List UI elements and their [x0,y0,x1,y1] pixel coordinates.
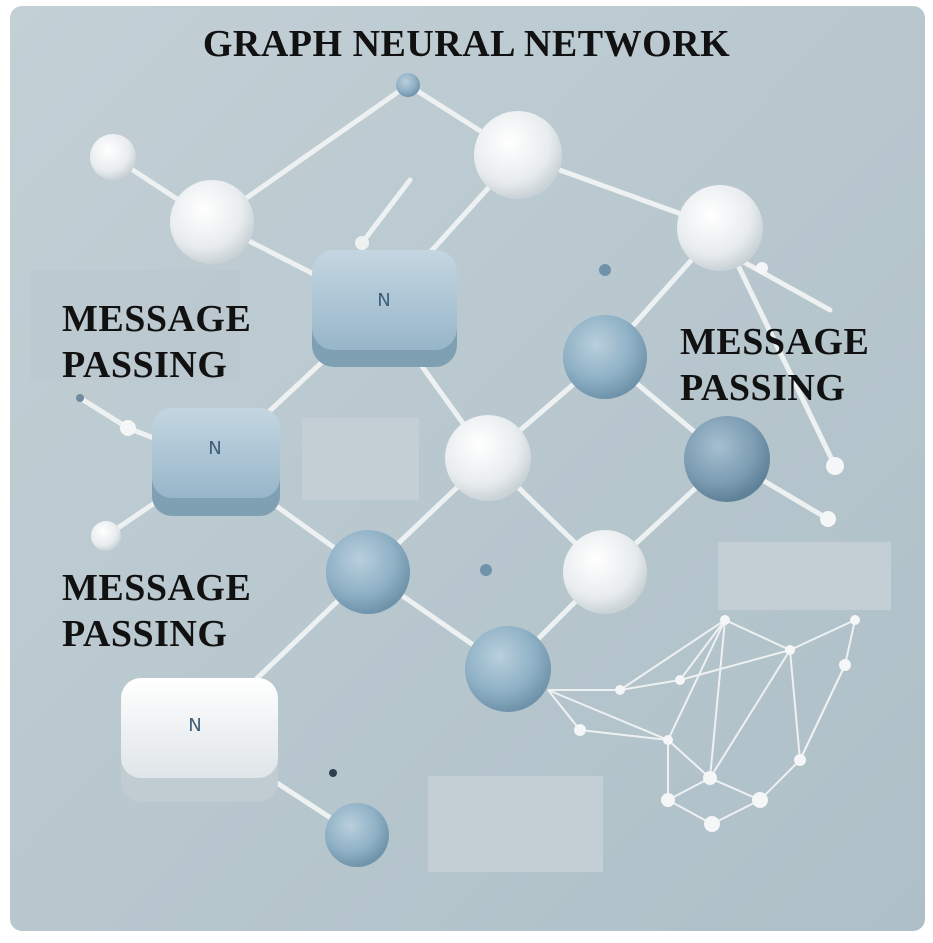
small-dots [76,73,844,777]
patch [428,776,603,872]
node-block-3: N [121,678,278,802]
node-block-letter: N [377,290,390,311]
message-passing-label: MESSAGE PASSING [62,565,251,657]
blue-nodes [325,315,770,867]
node-block-1: N [312,250,457,367]
label-line: PASSING [62,613,228,655]
message-passing-label: MESSAGE PASSING [680,319,869,411]
patch [30,270,240,380]
white-nodes [90,111,763,614]
node-block-letter: N [208,438,221,459]
mesh-nodes [574,615,860,832]
label-line: PASSING [680,367,846,409]
node-block-letter: N [188,715,201,736]
label-line: MESSAGE [680,321,870,363]
node-block-2: N [152,408,280,516]
patch [718,542,891,610]
label-line: MESSAGE [62,298,252,340]
message-passing-label: MESSAGE PASSING [62,296,251,388]
mesh-network [547,618,856,826]
label-line: PASSING [62,344,228,386]
patch [302,418,419,500]
diagram-title: GRAPH NEURAL NETWORK [202,23,731,65]
label-line: MESSAGE [62,567,252,609]
